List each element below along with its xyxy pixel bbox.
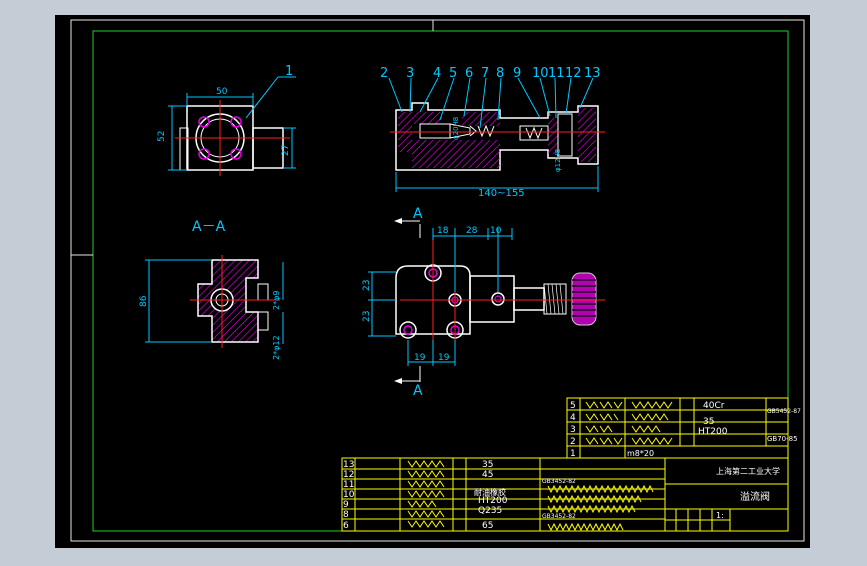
- lower-row-num: 11: [343, 480, 354, 490]
- front-dim-10: 10: [490, 226, 502, 236]
- upper-row-num: 1: [570, 449, 576, 459]
- main-dim-diameter: φ12H8: [554, 149, 562, 172]
- balloon-9: 9: [513, 66, 521, 81]
- title-drawing-name: 溢流阀: [740, 490, 770, 503]
- upper-row-material: 40Cr: [703, 401, 725, 411]
- balloon-13: 13: [584, 66, 601, 81]
- balloon-11: 11: [548, 66, 565, 81]
- lower-row-material: 65: [482, 521, 493, 531]
- section-label: A－A: [192, 219, 226, 235]
- upper-parts-table: [566, 397, 789, 459]
- balloon-2: 2: [380, 66, 388, 81]
- front-dim-28: 28: [466, 226, 478, 236]
- upper-row-std: GB70-85: [767, 435, 798, 443]
- top-view: 50 52 27: [157, 76, 296, 176]
- front-dim-19-a: 19: [414, 353, 426, 363]
- upper-row-std: GB5452-87: [767, 408, 801, 415]
- upper-row-material: HT200: [698, 427, 728, 437]
- front-dim-23-lower: 23: [362, 311, 372, 322]
- front-dim-23-left: 23: [362, 280, 372, 291]
- lower-row-num: 9: [343, 500, 349, 510]
- balloon-10: 10: [532, 66, 549, 81]
- lower-row-num: 13: [343, 460, 354, 470]
- balloon-8: 8: [496, 66, 504, 81]
- section-dim-bolt-a: 2*φ9: [272, 291, 281, 310]
- lower-row-material: 45: [482, 470, 493, 480]
- front-dim-18: 18: [437, 226, 449, 236]
- title-scale: 1:: [716, 511, 724, 520]
- upper-row-num: 3: [570, 425, 576, 435]
- top-dim-height: 52: [157, 131, 167, 142]
- lower-row-num: 8: [343, 510, 349, 520]
- upper-row-num: 4: [570, 413, 576, 423]
- front-dim-19-b: 19: [438, 353, 450, 363]
- balloon-4: 4: [433, 66, 441, 81]
- cut-marker-top: A: [413, 206, 423, 222]
- upper-table-note: m8*20: [627, 449, 654, 458]
- section-dim-bolt-b: 2*φ12: [272, 335, 281, 360]
- balloon-6: 6: [465, 66, 473, 81]
- section-view: 86 2*φ9 2*φ12: [139, 255, 284, 360]
- balloon-3: 3: [406, 66, 414, 81]
- main-dim-total: 140~155: [478, 188, 525, 199]
- section-dim-height: 86: [139, 295, 149, 307]
- lower-row-num: 6: [343, 521, 349, 531]
- lower-parts-table: [341, 457, 789, 532]
- upper-row-num: 5: [570, 401, 576, 411]
- lower-row-material: 耐油橡胶: [474, 487, 506, 497]
- front-view: A A 18 28 10 23 23 19 19: [362, 206, 605, 399]
- balloon-7: 7: [481, 66, 489, 81]
- upper-row-num: 2: [570, 437, 576, 447]
- lower-row-std: GB3452-82: [542, 513, 576, 520]
- main-balloons: 2 3 4 5 6 7 8 9 10 11 12 13: [380, 66, 601, 81]
- lower-row-std: GB3452-82: [542, 478, 576, 485]
- title-school: 上海第二工业大学: [716, 466, 780, 476]
- top-dim-width: 50: [216, 87, 228, 97]
- lower-row-num: 12: [343, 470, 354, 480]
- balloon-5: 5: [449, 66, 457, 81]
- balloon-12: 12: [565, 66, 582, 81]
- lower-row-num: 10: [343, 490, 355, 500]
- lower-row-material: Q235: [478, 506, 502, 516]
- lower-row-material: 35: [482, 460, 493, 470]
- lower-table-text: 13 35 12 45 11 GB3452-82 10 耐油橡胶 9 HT200…: [343, 460, 780, 531]
- main-section-view: φ20H8 φ12H8 140~155: [388, 77, 605, 199]
- outer-frame: [70, 19, 805, 542]
- upper-row-material: 35: [703, 417, 714, 427]
- upper-table-text: 5 40Cr GB5452-87 4 3 35 2 HT200 1 GB70-8…: [570, 401, 801, 459]
- balloon-1: 1: [285, 64, 293, 79]
- svg-text:φ20H8: φ20H8: [452, 117, 460, 140]
- cut-marker-bottom: A: [413, 383, 423, 399]
- top-dim-side: 27: [281, 145, 291, 156]
- lower-row-material: HT200: [478, 496, 508, 506]
